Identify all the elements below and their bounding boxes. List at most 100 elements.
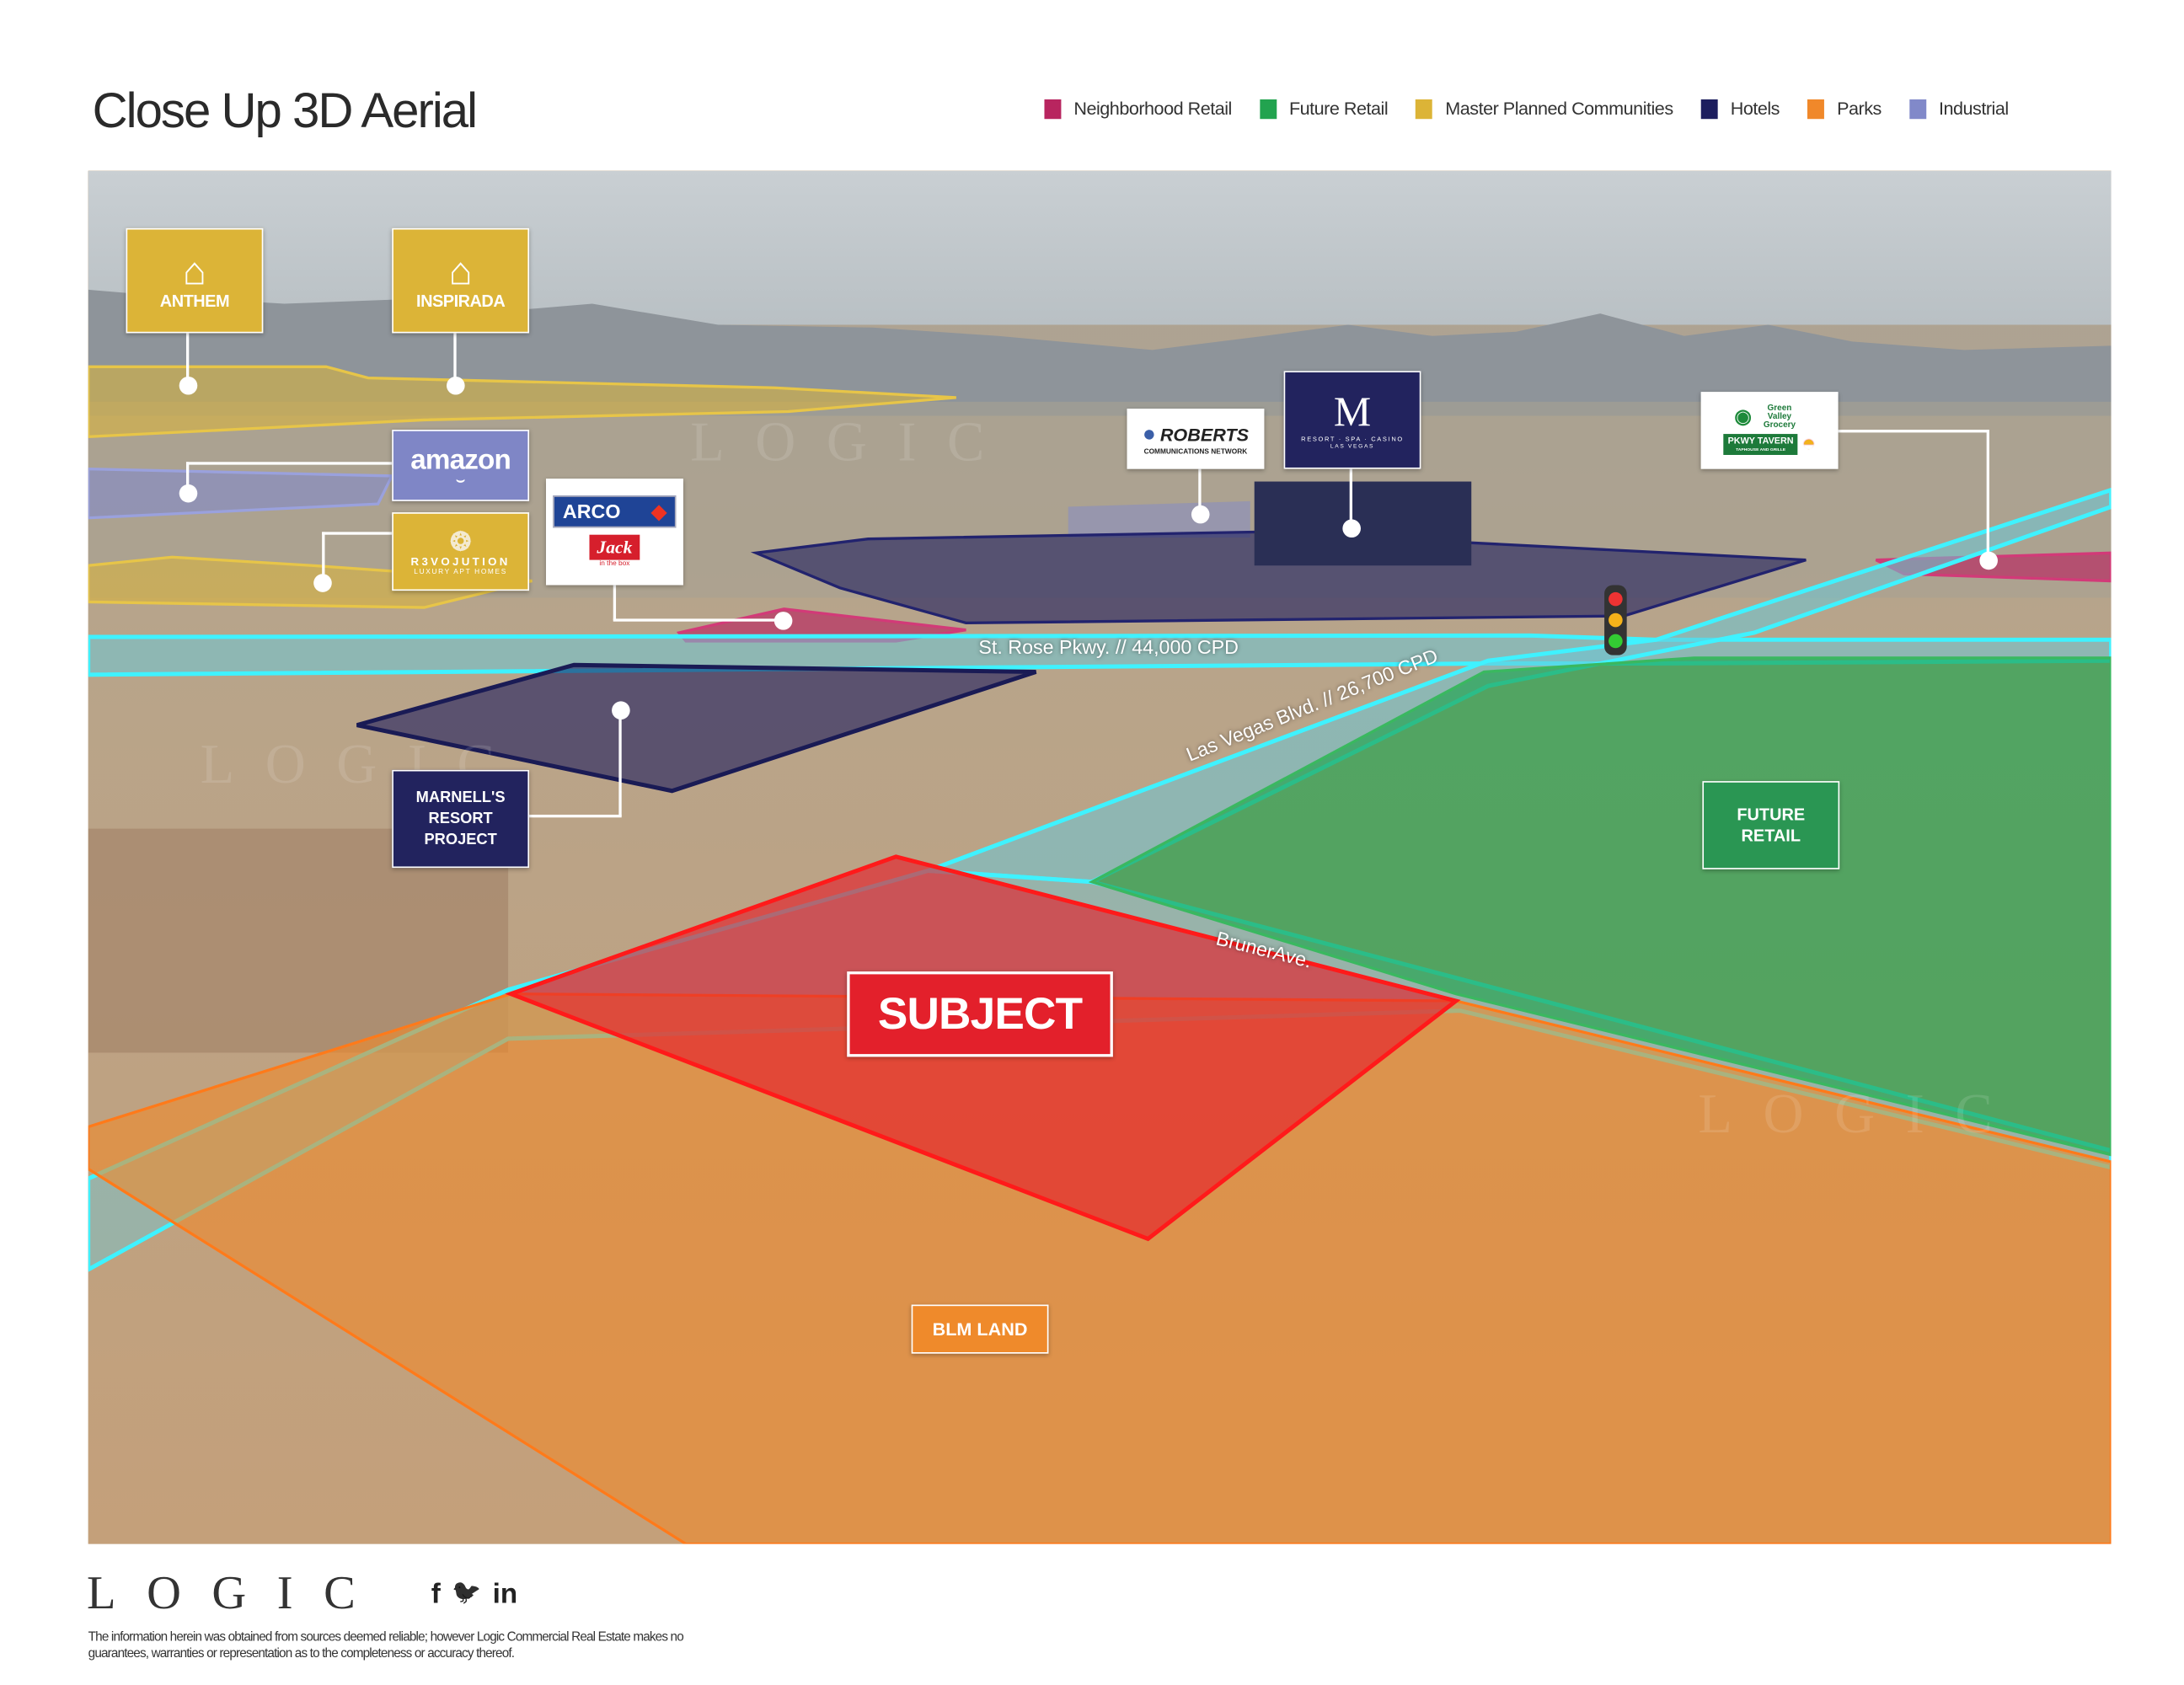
revolution-text: R3VOJUTION bbox=[410, 554, 511, 568]
disclaimer: The information herein was obtained from… bbox=[88, 1629, 684, 1661]
legend-label: Master Planned Communities bbox=[1445, 98, 1673, 120]
traffic-light-icon bbox=[1604, 585, 1627, 655]
legend: Neighborhood Retail Future Retail Master… bbox=[1044, 98, 2009, 120]
anthem-text: ANTHEM bbox=[159, 290, 230, 311]
industrial-zone bbox=[88, 467, 394, 520]
marker-dot[interactable] bbox=[178, 376, 197, 394]
marker-dot[interactable] bbox=[313, 573, 331, 591]
twitter-icon[interactable]: 🐦 bbox=[452, 1579, 482, 1606]
revolution-zone bbox=[88, 555, 533, 609]
connector-line bbox=[322, 532, 325, 583]
anthem-label[interactable]: ⌂ ANTHEM bbox=[126, 227, 264, 334]
connector-line bbox=[322, 532, 393, 535]
aerial-map: LOGIC LOGIC LOGIC ⌂ ANTHEM ⌂ bbox=[88, 170, 2112, 1544]
marnell-text: MARNELL'S RESORT PROJECT bbox=[415, 789, 506, 848]
future-retail-zone bbox=[1088, 656, 2112, 1157]
legend-industrial: Industrial bbox=[1909, 98, 2009, 119]
legend-neighborhood-retail: Neighborhood Retail bbox=[1044, 98, 1232, 120]
connector-line bbox=[529, 814, 622, 818]
pkwy-tavern-text: PKWY TAVERN bbox=[1727, 436, 1794, 447]
connector-line bbox=[618, 709, 622, 816]
green-valley-logo-icon: ◉ bbox=[1734, 404, 1752, 427]
legend-label: Parks bbox=[1837, 98, 1882, 120]
master-planned-zone bbox=[88, 365, 956, 439]
marker-dot[interactable] bbox=[446, 376, 464, 394]
connector-line bbox=[185, 462, 190, 493]
shell-logo-icon: ◓ bbox=[1801, 431, 1816, 456]
legend-swatch bbox=[1044, 99, 1062, 119]
marker-dot[interactable] bbox=[1191, 504, 1209, 523]
future-retail-label[interactable]: FUTURE RETAIL bbox=[1702, 781, 1840, 869]
amazon-label[interactable]: amazon ⌣ bbox=[392, 430, 530, 501]
roberts-subtext: COMMUNICATIONS NETWORK bbox=[1143, 447, 1248, 456]
legend-swatch bbox=[1909, 99, 1927, 119]
inspirada-label[interactable]: ⌂ INSPIRADA bbox=[392, 227, 530, 334]
amazon-text: amazon bbox=[410, 445, 511, 476]
connector-line bbox=[185, 331, 190, 385]
m-resort-subtext: RESORT · SPA · CASINO bbox=[1301, 435, 1404, 443]
legend-label: Hotels bbox=[1730, 98, 1780, 120]
revolution-subtext: LUXURY APT HOMES bbox=[414, 567, 507, 576]
revolution-logo-icon: ❂ bbox=[450, 527, 472, 555]
connector-line bbox=[1838, 430, 1989, 433]
legend-swatch bbox=[1260, 99, 1277, 119]
arco-jack-label[interactable]: ARCO ◆ Jack in the box bbox=[545, 479, 683, 586]
linkedin-icon[interactable]: in bbox=[492, 1579, 518, 1610]
connector-line bbox=[1986, 430, 1989, 560]
blm-land-label[interactable]: BLM LAND bbox=[911, 1304, 1049, 1354]
m-resort-logo: M bbox=[1333, 388, 1372, 436]
roberts-label[interactable]: ●ROBERTS COMMUNICATIONS NETWORK bbox=[1127, 409, 1265, 469]
legend-future-retail: Future Retail bbox=[1260, 98, 1389, 120]
connector-line bbox=[453, 331, 457, 385]
m-resort-city: LAS VEGAS bbox=[1330, 442, 1375, 450]
legend-swatch bbox=[1700, 99, 1718, 119]
m-resort-building bbox=[1254, 481, 1472, 566]
arco-diamond-icon: ◆ bbox=[650, 500, 666, 522]
future-retail-text: FUTURE RETAIL bbox=[1737, 804, 1806, 845]
subject-text: SUBJECT bbox=[877, 988, 1083, 1039]
connector-line bbox=[185, 462, 393, 465]
connector-line bbox=[613, 618, 783, 622]
legend-parks: Parks bbox=[1807, 98, 1882, 119]
legend-label: Neighborhood Retail bbox=[1073, 98, 1232, 120]
legend-hotels: Hotels bbox=[1700, 98, 1780, 120]
facebook-icon[interactable]: f bbox=[431, 1579, 441, 1610]
subject-label[interactable]: SUBJECT bbox=[847, 971, 1113, 1057]
pkwy-tavern-subtext: TAPHOUSE AND GRILLE bbox=[1736, 447, 1786, 452]
blm-land-text: BLM LAND bbox=[932, 1319, 1028, 1340]
roberts-globe-icon: ● bbox=[1142, 421, 1156, 447]
legend-master-planned: Master Planned Communities bbox=[1416, 98, 1673, 119]
st-rose-road-label: St. Rose Pkwy. // 44,000 CPD bbox=[978, 635, 1239, 658]
logic-logo: LOGIC bbox=[87, 1567, 387, 1620]
marnell-zone bbox=[356, 662, 1037, 794]
legend-swatch bbox=[1416, 99, 1433, 119]
house-icon: ⌂ bbox=[182, 248, 206, 292]
marker-dot[interactable] bbox=[773, 611, 792, 629]
legend-label: Industrial bbox=[1938, 98, 2009, 120]
marker-dot[interactable] bbox=[1978, 550, 1998, 570]
marnell-label[interactable]: MARNELL'S RESORT PROJECT bbox=[392, 769, 530, 869]
connector-line bbox=[1349, 468, 1353, 528]
marker-dot[interactable] bbox=[611, 700, 629, 719]
revolution-label[interactable]: ❂ R3VOJUTION LUXURY APT HOMES bbox=[392, 512, 530, 591]
roberts-text: ROBERTS bbox=[1159, 424, 1250, 446]
legend-label: Future Retail bbox=[1288, 98, 1389, 120]
hotels-zone bbox=[750, 530, 1807, 625]
connector-line bbox=[1198, 468, 1202, 514]
marker-dot[interactable] bbox=[1341, 518, 1361, 538]
m-resort-label[interactable]: M RESORT · SPA · CASINO LAS VEGAS bbox=[1283, 371, 1421, 469]
social-links: f 🐦 in bbox=[431, 1579, 517, 1611]
green-valley-text: Green Valley Grocery bbox=[1763, 404, 1796, 430]
arco-logo: ARCO ◆ bbox=[553, 495, 677, 528]
marker-dot[interactable] bbox=[178, 484, 197, 502]
house-icon: ⌂ bbox=[448, 248, 473, 292]
jack-subtext: in the box bbox=[599, 559, 630, 569]
page-title: Close Up 3D Aerial bbox=[92, 83, 478, 139]
connector-line bbox=[613, 585, 617, 621]
arco-text: ARCO bbox=[562, 500, 621, 522]
jack-logo: Jack bbox=[590, 534, 640, 560]
legend-swatch bbox=[1807, 99, 1825, 119]
